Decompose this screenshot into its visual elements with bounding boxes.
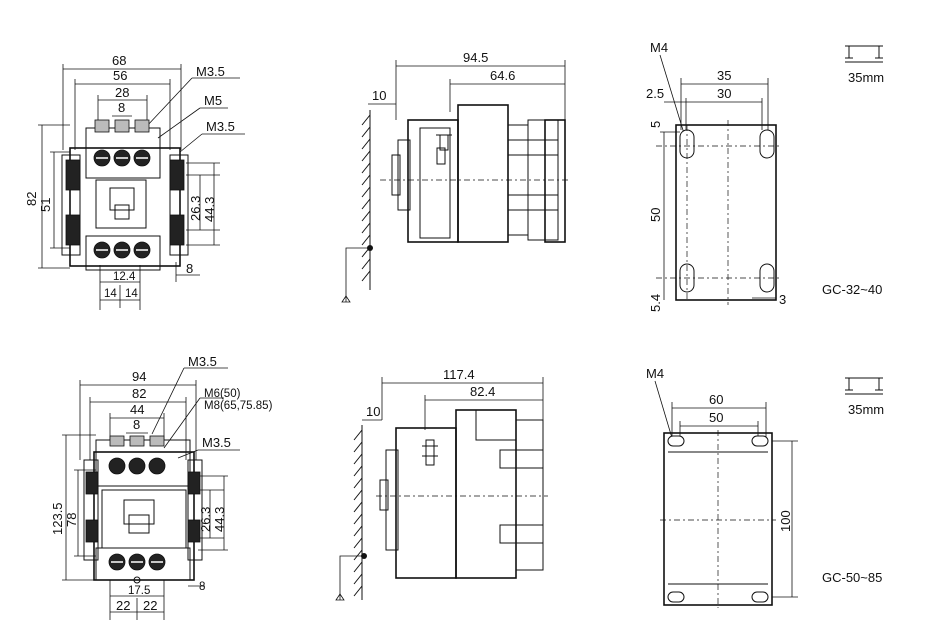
dim-50: 50 bbox=[648, 208, 663, 222]
dim-5-4: 5.4 bbox=[648, 294, 663, 312]
screw-m3-5-d: M3.5 bbox=[202, 435, 231, 450]
dim-8: 8 bbox=[118, 100, 125, 115]
dim-123-5: 123.5 bbox=[50, 502, 65, 535]
model-label-bottom: GC-50~85 bbox=[822, 570, 882, 585]
dim-14-b: 14 bbox=[125, 288, 138, 300]
dim-22-b: 22 bbox=[143, 598, 157, 613]
rail-label-bottom: 35mm bbox=[848, 402, 884, 417]
dim-12-4: 12.4 bbox=[113, 271, 136, 283]
dim-44-3-b: 44.3 bbox=[212, 507, 227, 532]
model-label-top: GC-32~40 bbox=[822, 282, 882, 297]
din-rail-icon bbox=[845, 45, 883, 63]
dim-35: 35 bbox=[717, 68, 731, 83]
dim-5: 5 bbox=[648, 121, 663, 128]
bottom-side-view: 117.4 82.4 10 bbox=[335, 367, 548, 601]
dim-8-bottom: 8 bbox=[186, 261, 193, 276]
dim-117-4: 117.4 bbox=[443, 367, 475, 382]
label-m4-b: M4 bbox=[646, 366, 664, 381]
screw-m3-5-b: M3.5 bbox=[206, 119, 235, 134]
top-front-view: 68 56 28 8 M3.5 M5 M3.5 82 51 26. bbox=[24, 53, 245, 310]
dim-68: 68 bbox=[112, 53, 126, 68]
dim-94: 94 bbox=[132, 369, 146, 384]
dim-14-a: 14 bbox=[104, 288, 117, 300]
dim-22-a: 22 bbox=[116, 598, 130, 613]
screw-m5: M5 bbox=[204, 93, 222, 108]
screw-m6: M6(50) bbox=[204, 388, 241, 400]
label-m4: M4 bbox=[650, 40, 668, 55]
dim-30: 30 bbox=[717, 86, 731, 101]
screw-m3-5-a: M3.5 bbox=[196, 64, 225, 79]
dim-51: 51 bbox=[38, 198, 53, 212]
dim-82: 82 bbox=[24, 192, 39, 206]
dim-56: 56 bbox=[113, 68, 127, 83]
dim-8-b: 8 bbox=[133, 417, 140, 432]
dim-10: 10 bbox=[372, 88, 386, 103]
bottom-mount-view: M4 60 50 100 GC-50~85 35mm bbox=[646, 366, 884, 608]
rail-label-top: 35mm bbox=[848, 70, 884, 85]
dim-82-b: 82 bbox=[132, 386, 146, 401]
screw-m8: M8(65,75.85) bbox=[204, 400, 273, 412]
dim-10-b: 10 bbox=[366, 404, 380, 419]
dim-44-3: 44.3 bbox=[202, 197, 217, 222]
dim-8-b-bottom: 8 bbox=[199, 581, 205, 593]
dim-44: 44 bbox=[130, 402, 144, 417]
din-rail-icon-b bbox=[845, 377, 883, 395]
dim-60: 60 bbox=[709, 392, 723, 407]
dim-2-5: 2.5 bbox=[646, 86, 664, 101]
dim-50-b: 50 bbox=[709, 410, 723, 425]
dim-94-5: 94.5 bbox=[463, 50, 488, 65]
top-side-view: 94.5 64.6 10 bbox=[341, 50, 570, 303]
bottom-front-view: 94 82 44 8 M3.5 M6(50) M8(65,75.85) M3.5… bbox=[50, 354, 273, 620]
top-mount-view: M4 35 30 2.5 5 50 5.4 3 GC-32~40 bbox=[646, 40, 884, 312]
dim-82-4: 82.4 bbox=[470, 384, 495, 399]
dim-78: 78 bbox=[64, 513, 79, 527]
dim-26-3: 26.3 bbox=[188, 196, 203, 221]
dim-17-5: 17.5 bbox=[128, 585, 150, 597]
dim-3: 3 bbox=[779, 292, 786, 307]
screw-m3-5-c: M3.5 bbox=[188, 354, 217, 369]
dim-100: 100 bbox=[778, 510, 793, 532]
dim-28: 28 bbox=[115, 85, 129, 100]
dim-64-6: 64.6 bbox=[490, 68, 515, 83]
